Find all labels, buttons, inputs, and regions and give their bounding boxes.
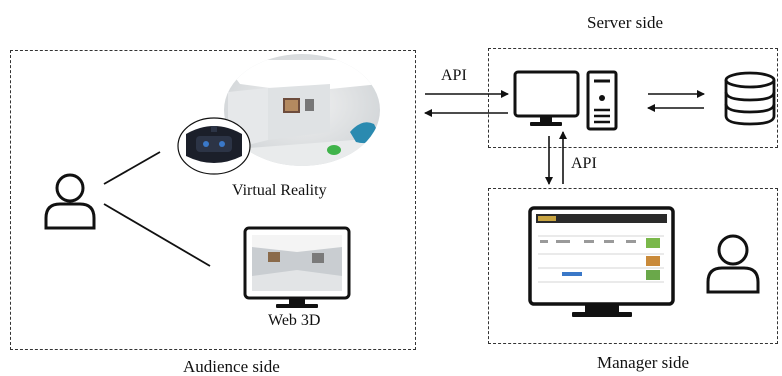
audience-side-label: Audience side: [183, 357, 280, 376]
server-side-label: Server side: [587, 13, 664, 32]
manager-user-icon: [706, 234, 760, 294]
audience-side-box: [10, 50, 416, 350]
api-label-vertical: API: [571, 155, 597, 172]
manager-monitor-icon: [528, 206, 675, 317]
server-monitor-icon: [513, 70, 580, 126]
api-label-top: API: [441, 67, 467, 84]
manager-side-box: [488, 188, 778, 344]
vr-headset-image: [177, 117, 251, 175]
audience-user-icon: [44, 173, 96, 230]
database-icon: [724, 71, 776, 126]
manager-side-label: Manager side: [597, 353, 690, 372]
virtual-reality-label: Virtual Reality: [232, 182, 327, 199]
web3d-monitor-icon: [243, 226, 351, 308]
user-to-vr-line: [103, 151, 161, 185]
server-side-box: [488, 48, 778, 148]
user-to-web3d-line: [103, 203, 211, 267]
server-tower-icon: [586, 70, 618, 131]
web3d-label: Web 3D: [268, 312, 321, 329]
